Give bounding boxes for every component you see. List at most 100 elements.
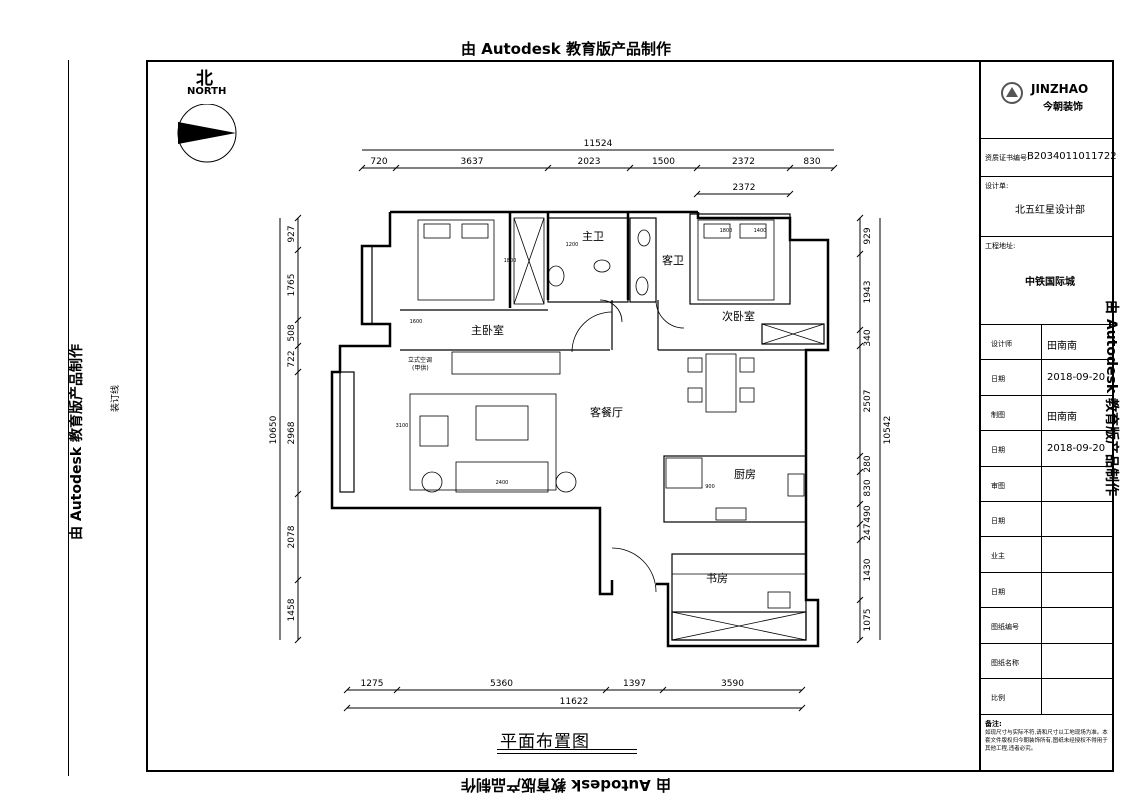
brand-en: JINZHAO	[1031, 82, 1089, 96]
room-guest-bath: 客卫	[662, 254, 684, 267]
dim-tick	[693, 190, 701, 198]
title-block-row-value: 田南南	[1047, 341, 1077, 352]
title-block-row-label: 日期	[991, 517, 1005, 525]
title-block-row-separator	[1041, 431, 1042, 467]
title-block-row-value: 2018-09-20	[1047, 372, 1106, 384]
dim-right: 2507	[863, 390, 873, 413]
dim-tick	[786, 190, 794, 198]
side-table	[555, 471, 577, 493]
title-block: JINZHAO 今朝装饰 资质证书编号: B2034011011722 设计单:…	[979, 60, 1117, 772]
dim-left: 722	[287, 350, 297, 367]
dim-tick	[856, 636, 864, 644]
dim-right: 490	[863, 505, 873, 522]
dim-tick	[294, 214, 302, 222]
dim-right: 830	[863, 479, 873, 496]
furniture-dim: 3100	[396, 423, 409, 429]
armchair	[419, 415, 449, 447]
dim-left: 2968	[287, 421, 297, 444]
master-bed	[417, 219, 495, 301]
furniture-dim: 1200	[566, 242, 579, 248]
project-label: 工程地址:	[985, 242, 1016, 250]
furniture-dim: 1600	[410, 319, 423, 325]
fridge	[665, 457, 703, 489]
compass-north-cn: 北	[196, 69, 213, 89]
title-block-row: 图纸编号	[981, 607, 1114, 644]
room-study: 书房	[706, 572, 728, 585]
title-block-row-separator	[1041, 325, 1042, 361]
title-block-row: 业主	[981, 536, 1114, 573]
side-table	[421, 471, 443, 493]
dim-top: 2023	[578, 157, 601, 167]
dim-tick	[856, 326, 864, 334]
brand-logo	[1001, 82, 1023, 104]
furniture-dim: 1800	[720, 228, 733, 234]
title-block-row-separator	[1041, 502, 1042, 538]
dim-bottom: 1397	[623, 679, 646, 689]
room-kitchen: 厨房	[734, 468, 756, 481]
dim-right: 340	[863, 329, 873, 346]
title-block-row-label: 图纸名称	[991, 658, 1019, 667]
room-living-dining: 客餐厅	[590, 406, 623, 419]
watermark-top: 由 Autodesk 教育版产品制作	[460, 40, 672, 58]
compass-icon	[177, 104, 237, 163]
title-block-row-value: 田南南	[1047, 411, 1077, 423]
dim-tick	[856, 520, 864, 528]
dim-tick	[602, 686, 610, 694]
title-block-row: 设计师田南南	[981, 324, 1114, 361]
furniture	[409, 217, 825, 641]
title-block-row-label: 比例	[991, 694, 1005, 702]
designer-unit-row: 设计单: 北五红星设计部	[981, 176, 1114, 237]
dim-right: 1943	[863, 281, 873, 304]
note-text: 如现尺寸与实际不符,请和尺寸以工地现场为准。本套文件版权归今朝装饰所有,图纸未经…	[985, 730, 1108, 752]
title-block-row: 审图	[981, 465, 1114, 502]
dim-right: 929	[863, 227, 873, 244]
dim-tick	[856, 250, 864, 258]
second-bed	[697, 219, 775, 301]
dim-tick	[659, 686, 667, 694]
dim-top: 720	[370, 157, 387, 167]
dim-tick	[294, 316, 302, 324]
dim-tick	[294, 342, 302, 350]
dim-tick	[343, 704, 351, 712]
cert-row: 资质证书编号: B2034011011722	[981, 138, 1117, 177]
dim-right: 1075	[863, 609, 873, 632]
dim-tick	[856, 596, 864, 604]
dim-top: 1500	[652, 157, 675, 167]
room-master-bedroom: 主卧室	[471, 324, 504, 337]
dim-left: 1765	[287, 274, 297, 297]
title-block-row-separator	[1041, 395, 1042, 432]
dim-tick	[856, 468, 864, 476]
dim-tick	[856, 214, 864, 222]
title-block-row-label: 图纸编号	[991, 623, 1019, 632]
dim-tick	[358, 164, 366, 172]
title-block-row-separator	[1041, 679, 1042, 715]
dim-tick	[798, 704, 806, 712]
outer-walls	[330, 210, 830, 648]
dim-left-total: 10650	[269, 415, 279, 444]
dim-tick	[856, 536, 864, 544]
title-block-row-value: 2018-09-20	[1047, 443, 1106, 455]
coffee-table	[475, 405, 529, 441]
sofa	[455, 461, 549, 493]
title-block-row: 日期	[981, 501, 1114, 538]
drawing-frame	[146, 60, 1114, 772]
dim-top: 830	[803, 157, 820, 167]
title-block-row: 比例	[981, 678, 1114, 715]
dim-tick	[294, 490, 302, 498]
room-second-bedroom: 次卧室	[722, 310, 755, 323]
dim-tick	[856, 452, 864, 460]
title-block-row-separator	[1041, 572, 1042, 609]
dim-tick	[294, 246, 302, 254]
room-master-bath: 主卫	[582, 230, 604, 243]
title-block-row-separator	[1041, 466, 1042, 502]
dim-tick	[856, 500, 864, 508]
dim-bottom: 1275	[361, 679, 384, 689]
title-block-row-separator	[1041, 643, 1042, 679]
dim-bottom: 5360	[490, 679, 513, 689]
inner-walls	[339, 213, 825, 641]
brand-cn: 今朝装饰	[1043, 102, 1083, 113]
dim-left: 2078	[287, 525, 297, 548]
dim-top: 2372	[732, 157, 755, 167]
dim-right: 280	[863, 455, 873, 472]
